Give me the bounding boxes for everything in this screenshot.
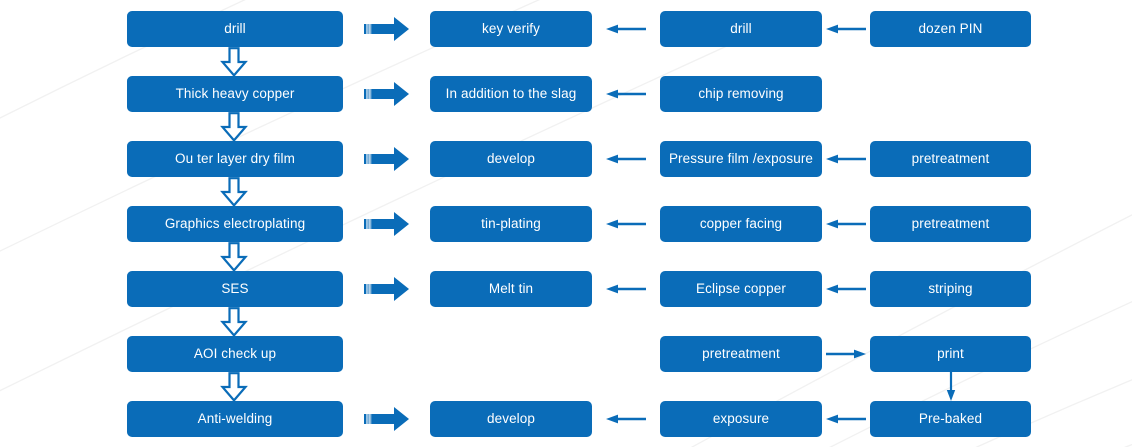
line-arrow-left-icon: [605, 281, 647, 297]
block-arrow-down-icon: [219, 371, 249, 402]
process-node-c1r2[interactable]: Thick heavy copper: [127, 76, 343, 112]
process-node-c3r7[interactable]: exposure: [660, 401, 822, 437]
process-node-c4r4[interactable]: pretreatment: [870, 206, 1031, 242]
block-arrow-down-icon: [219, 111, 249, 142]
line-arrow-left-icon: [605, 411, 647, 427]
block-arrow-right-icon: [363, 14, 410, 44]
process-node-c1r7[interactable]: Anti-welding: [127, 401, 343, 437]
process-node-label: striping: [928, 281, 973, 297]
process-node-c1r1[interactable]: drill: [127, 11, 343, 47]
process-node-label: Pressure film /exposure: [668, 151, 814, 167]
line-arrow-down-icon: [943, 372, 959, 401]
process-node-label: Eclipse copper: [696, 281, 786, 297]
process-node-label: exposure: [712, 411, 770, 427]
process-node-c1r4[interactable]: Graphics electroplating: [127, 206, 343, 242]
block-arrow-down-icon: [219, 46, 249, 77]
block-arrow-right-icon: [363, 209, 410, 239]
process-node-c4r1[interactable]: dozen PIN: [870, 11, 1031, 47]
line-arrow-right-icon: [825, 346, 867, 362]
process-node-label: pretreatment: [702, 346, 780, 362]
process-node-label: Pre-baked: [918, 411, 983, 427]
line-arrow-left-icon: [825, 281, 867, 297]
process-node-label: tin-plating: [481, 216, 541, 232]
process-node-c3r1[interactable]: drill: [660, 11, 822, 47]
process-node-label: pretreatment: [911, 216, 990, 232]
process-node-c2r2[interactable]: In addition to the slag: [430, 76, 592, 112]
process-node-label: SES: [221, 281, 249, 297]
process-node-label: Graphics electroplating: [164, 216, 306, 232]
process-node-label: In addition to the slag: [445, 86, 577, 102]
process-node-c1r5[interactable]: SES: [127, 271, 343, 307]
process-node-c3r4[interactable]: copper facing: [660, 206, 822, 242]
process-node-label: print: [937, 346, 964, 362]
process-node-label: Thick heavy copper: [175, 86, 295, 102]
process-node-c4r7[interactable]: Pre-baked: [870, 401, 1031, 437]
line-arrow-left-icon: [605, 216, 647, 232]
process-node-label: Anti-welding: [197, 411, 273, 427]
process-node-label: pretreatment: [911, 151, 990, 167]
process-node-c2r5[interactable]: Melt tin: [430, 271, 592, 307]
block-arrow-down-icon: [219, 241, 249, 272]
process-node-c1r3[interactable]: Ou ter layer dry film: [127, 141, 343, 177]
process-node-c3r3[interactable]: Pressure film /exposure: [660, 141, 822, 177]
line-arrow-left-icon: [605, 86, 647, 102]
process-node-label: copper facing: [699, 216, 783, 232]
block-arrow-right-icon: [363, 144, 410, 174]
process-node-c2r1[interactable]: key verify: [430, 11, 592, 47]
process-node-label: drill: [224, 21, 246, 37]
process-node-c1r6[interactable]: AOI check up: [127, 336, 343, 372]
process-node-label: chip removing: [698, 86, 784, 102]
process-node-c4r6[interactable]: print: [870, 336, 1031, 372]
block-arrow-right-icon: [363, 274, 410, 304]
process-node-c2r7[interactable]: develop: [430, 401, 592, 437]
process-node-c3r5[interactable]: Eclipse copper: [660, 271, 822, 307]
line-arrow-left-icon: [825, 21, 867, 37]
line-arrow-left-icon: [605, 21, 647, 37]
line-arrow-left-icon: [825, 216, 867, 232]
process-node-label: develop: [487, 411, 535, 427]
block-arrow-down-icon: [219, 306, 249, 337]
process-node-label: develop: [487, 151, 535, 167]
process-node-c3r6[interactable]: pretreatment: [660, 336, 822, 372]
line-arrow-left-icon: [825, 411, 867, 427]
process-node-label: Melt tin: [488, 281, 534, 297]
line-arrow-left-icon: [825, 151, 867, 167]
process-node-c2r4[interactable]: tin-plating: [430, 206, 592, 242]
process-node-c2r3[interactable]: develop: [430, 141, 592, 177]
process-node-c3r2[interactable]: chip removing: [660, 76, 822, 112]
process-node-label: key verify: [481, 21, 540, 37]
line-arrow-left-icon: [605, 151, 647, 167]
block-arrow-right-icon: [363, 404, 410, 434]
process-node-c4r5[interactable]: striping: [870, 271, 1031, 307]
block-arrow-down-icon: [219, 176, 249, 207]
process-node-label: dozen PIN: [918, 21, 983, 37]
process-node-label: drill: [730, 21, 752, 37]
process-node-label: AOI check up: [193, 346, 277, 362]
process-node-c4r3[interactable]: pretreatment: [870, 141, 1031, 177]
process-node-label: Ou ter layer dry film: [175, 151, 295, 167]
block-arrow-right-icon: [363, 79, 410, 109]
